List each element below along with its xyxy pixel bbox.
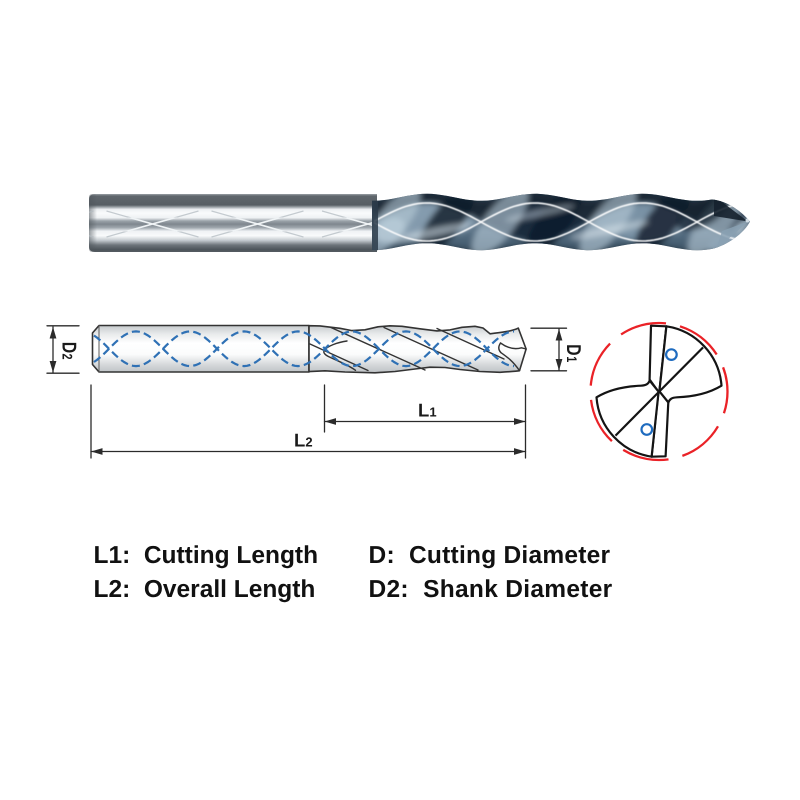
- svg-text:D2: Shank Diameter: D2: Shank Diameter: [369, 576, 613, 603]
- svg-text:L1: L1: [418, 399, 437, 420]
- svg-text:D: D: [562, 344, 584, 355]
- svg-text:L1: Cutting Length: L1: Cutting Length: [94, 542, 319, 569]
- svg-text:D: Cutting Diameter: D: Cutting Diameter: [369, 542, 611, 569]
- svg-text:L2: Overall Length: L2: Overall Length: [94, 576, 316, 603]
- svg-text:L2: L2: [294, 430, 313, 451]
- svg-text:D: D: [57, 342, 79, 353]
- svg-text:1: 1: [564, 356, 580, 362]
- svg-text:2: 2: [60, 354, 76, 360]
